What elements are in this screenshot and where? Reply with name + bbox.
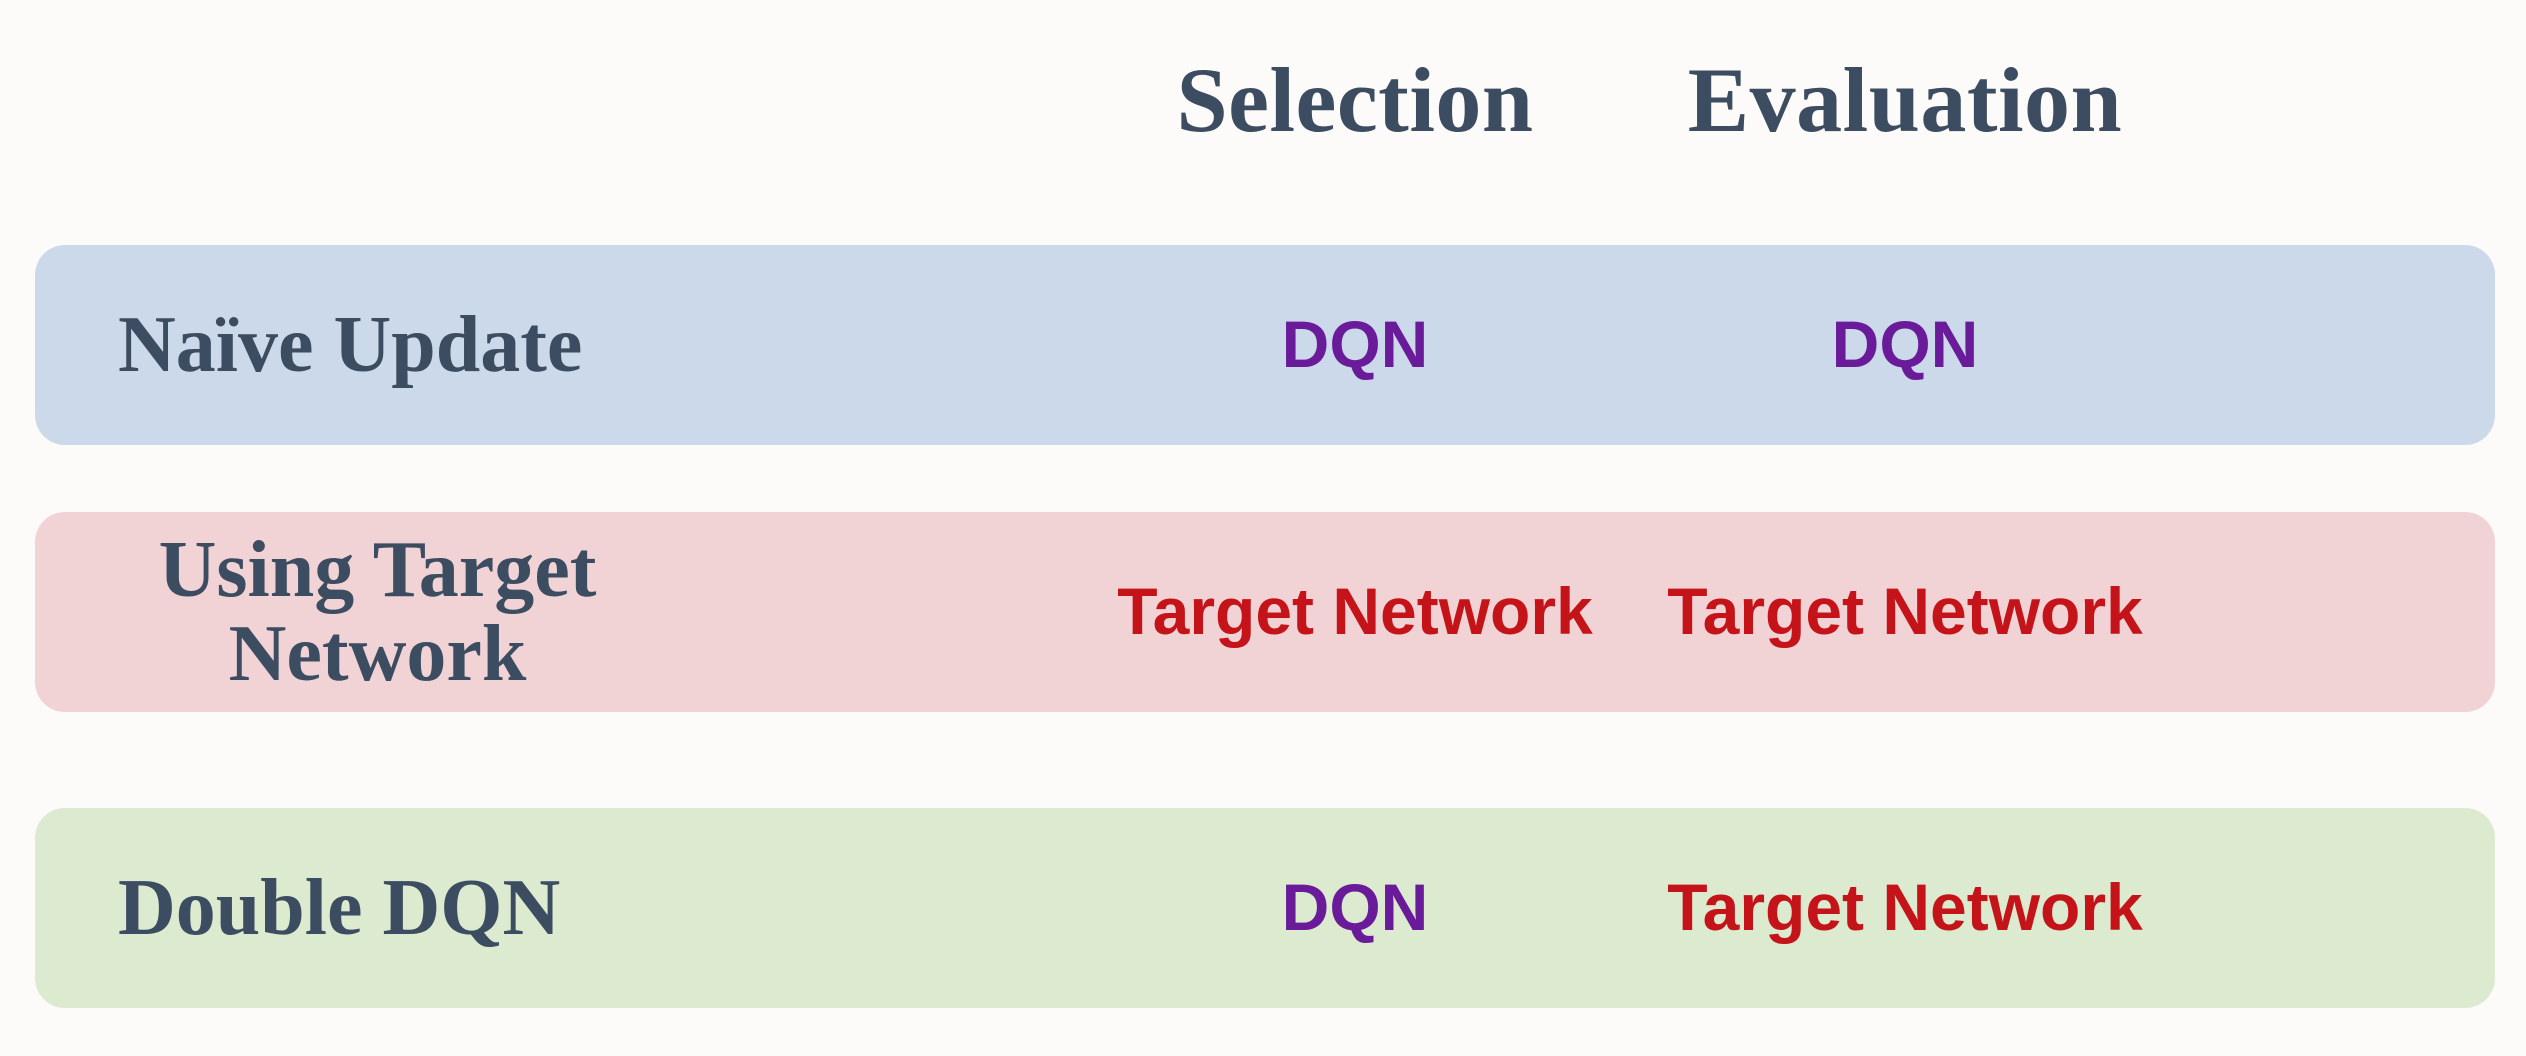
row-label-using-target-network: Using Target Network (35, 528, 1080, 696)
header-cell-evaluation: Evaluation (1630, 54, 2180, 146)
table-row: Naïve Update DQN DQN (35, 245, 2495, 445)
table-row: Double DQN DQN Target Network (35, 808, 2495, 1008)
row-label-naive-update: Naïve Update (118, 301, 583, 389)
row-label-line-2: Network (228, 610, 527, 698)
cell-evaluation-row-3: Target Network (1667, 870, 2143, 945)
cell-evaluation-row-1: DQN (1831, 307, 1979, 382)
table-row: Using Target Network Target Network Targ… (35, 512, 2495, 712)
column-header-selection: Selection (1176, 49, 1534, 151)
cell-evaluation-row-2: Target Network (1667, 574, 2143, 649)
cell-selection-row-3: DQN (1281, 870, 1429, 945)
header-cell-selection: Selection (1080, 54, 1630, 146)
row-label-double-dqn: Double DQN (118, 864, 561, 952)
cell-selection-row-1: DQN (1281, 307, 1429, 382)
table-header-row: Selection Evaluation (0, 0, 2526, 200)
cell-selection-row-2: Target Network (1117, 574, 1593, 649)
row-label-line-1: Using Target (158, 526, 597, 614)
column-header-evaluation: Evaluation (1687, 49, 2123, 151)
